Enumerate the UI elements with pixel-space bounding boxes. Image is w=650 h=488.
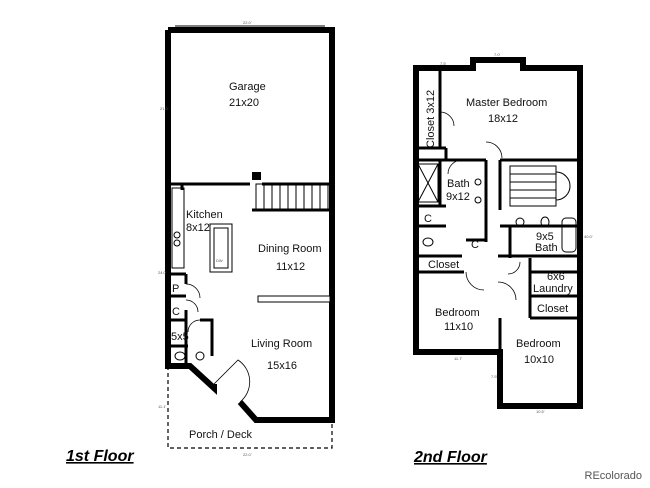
garage-label: Garage xyxy=(229,81,266,93)
dim-porch-side: 11.1' xyxy=(158,404,166,409)
porch-deck-outline xyxy=(167,366,333,449)
kitchen-label: Kitchen xyxy=(186,209,223,221)
living-room-label: Living Room xyxy=(251,338,312,350)
dim-bottom-right-second: 10.5' xyxy=(536,409,545,414)
closet-door xyxy=(185,299,199,313)
first-floor-title: 1st Floor xyxy=(66,448,134,465)
bedroom-door-2 xyxy=(497,281,517,301)
dining-room-size: 11x12 xyxy=(276,261,305,273)
bedroom-2-size: 10x10 xyxy=(524,354,554,366)
dim-garage-side: 21.0' xyxy=(160,106,169,111)
master-bath-label: Bath xyxy=(447,178,470,190)
stairs-first-floor xyxy=(252,183,330,212)
master-bath-size: 9x12 xyxy=(446,191,470,203)
dim-top-first: 22.0' xyxy=(243,20,252,25)
tub-hall-bath xyxy=(561,217,577,253)
master-bedroom-size: 18x12 xyxy=(488,113,518,125)
half-wall xyxy=(257,295,331,303)
dim-bottom-first: 22.0' xyxy=(243,452,252,457)
dim-right-side-second: 40.0' xyxy=(584,234,593,239)
dim-top-left-second: 7.5' xyxy=(440,61,447,66)
second-floor-title: 2nd Floor xyxy=(413,449,488,466)
master-bedroom-door xyxy=(485,141,503,159)
garage-size: 21x20 xyxy=(229,97,259,109)
dim-bottom-left-second: 11.7' xyxy=(454,356,462,361)
master-closet-wall xyxy=(416,68,446,150)
kitchen-counters xyxy=(171,187,233,273)
hall-bath-label: Bath xyxy=(535,242,558,254)
bedroom-door-1 xyxy=(465,271,485,291)
closet-right-label: Closet xyxy=(537,303,568,315)
stairs-second-floor xyxy=(509,165,571,207)
laundry-size: 6x6 xyxy=(547,271,565,283)
closet-label-first: C xyxy=(172,306,180,318)
porch-deck-label: Porch / Deck xyxy=(189,429,252,441)
first-floor-plan: Garage 21x20 Kitchen 8x12 Dining Room 11… xyxy=(66,20,335,465)
closet-c1-label: C xyxy=(424,213,432,225)
second-floor-outer-wall xyxy=(413,57,583,409)
hall-toilet xyxy=(540,216,550,228)
dishwasher-label: DW xyxy=(216,258,223,263)
dining-room-label: Dining Room xyxy=(258,243,322,255)
bedroom-1-size: 11x10 xyxy=(444,321,473,333)
hall-bath-size: 9x5 xyxy=(536,231,554,243)
master-toilet xyxy=(422,237,434,247)
hall-sink xyxy=(515,217,525,227)
house-outer-wall xyxy=(165,184,335,423)
watermark-logo: REcolorado xyxy=(584,470,642,482)
dim-top-mid-second: 7.0' xyxy=(494,52,501,57)
second-floor-interior-walls xyxy=(416,148,580,352)
pantry-door xyxy=(185,283,201,299)
dim-step-second: 7.5' xyxy=(491,374,498,379)
pantry-label: P xyxy=(172,283,179,295)
bath-door-2 xyxy=(447,159,463,175)
second-floor-plan: Master Bedroom 18x12 Closet 3x12 Bath 9x… xyxy=(413,52,593,466)
sink-first-floor xyxy=(195,351,205,361)
laundry-label: Laundry xyxy=(533,283,573,295)
closet-left-label: Closet xyxy=(428,259,459,271)
laundry-door xyxy=(507,261,521,275)
master-sink-2 xyxy=(474,196,482,204)
bedroom-2-label: Bedroom xyxy=(516,338,561,350)
toilet-first-floor xyxy=(174,351,186,361)
master-bedroom-label: Master Bedroom xyxy=(466,97,547,109)
master-sink-1 xyxy=(474,178,482,186)
front-door xyxy=(213,359,251,403)
kitchen-size: 8x12 xyxy=(186,222,210,234)
water-heater xyxy=(252,172,261,180)
garage-wall xyxy=(165,27,335,184)
closet-c2-label: C xyxy=(471,239,479,251)
half-bath-size: 5x5 xyxy=(171,331,189,343)
closet-3x12-label: Closet 3x12 xyxy=(425,90,437,148)
living-room-size: 15x16 xyxy=(267,360,297,372)
dim-left-side: 24.0' xyxy=(158,270,167,275)
bath-door xyxy=(187,319,201,333)
bedroom-1-label: Bedroom xyxy=(435,307,480,319)
master-shower xyxy=(417,163,439,203)
master-closet-door xyxy=(439,111,455,127)
